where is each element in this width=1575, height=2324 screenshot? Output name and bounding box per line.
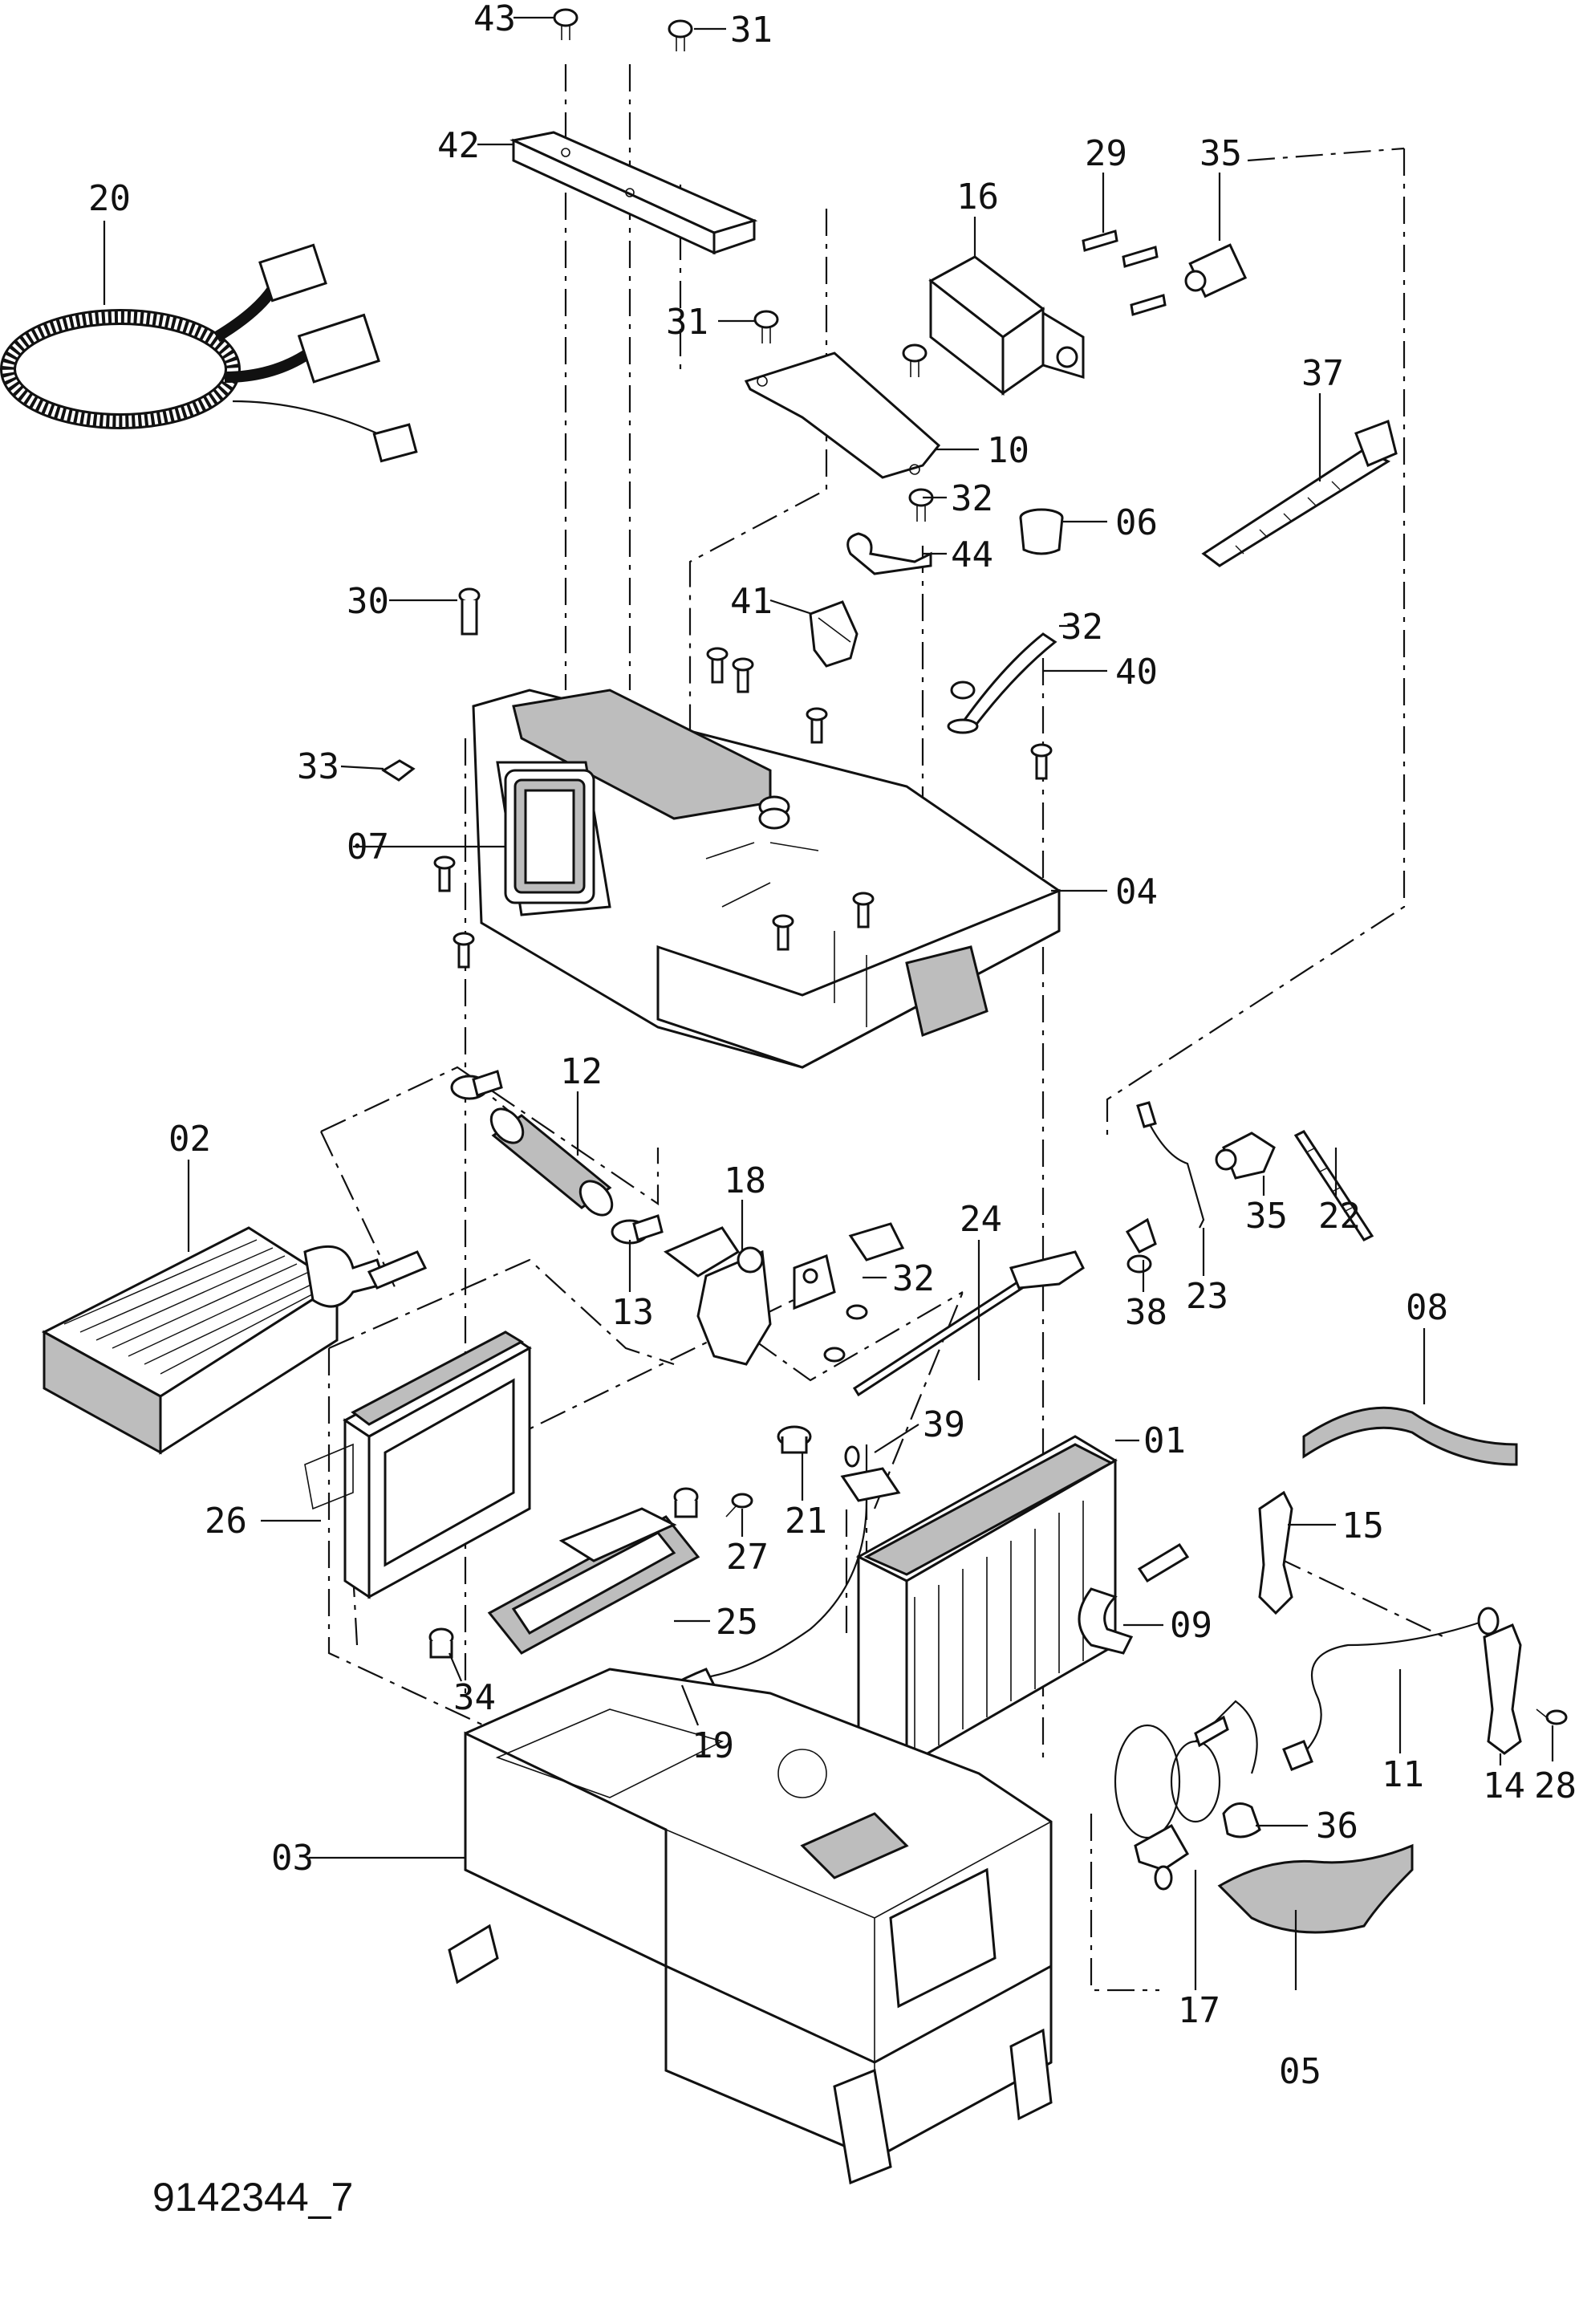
callout-07: 07 — [347, 827, 389, 867]
top-cover-plate — [509, 131, 758, 255]
callout-05: 05 — [1279, 2051, 1321, 2092]
filter-frame-26 — [304, 1331, 532, 1599]
rod-24 — [852, 1250, 1085, 1397]
callout-32: 32 — [892, 1258, 935, 1299]
callout-22: 22 — [1318, 1196, 1361, 1237]
callout-36: 36 — [1316, 1806, 1358, 1847]
callout-44: 44 — [951, 534, 993, 575]
callout-31: 31 — [666, 302, 708, 343]
cable-tie — [1201, 420, 1398, 567]
callout-03: 03 — [271, 1838, 314, 1879]
callout-24: 24 — [960, 1199, 1002, 1240]
screw-icon — [458, 587, 481, 636]
insulation-pad-05 — [1217, 1843, 1414, 1934]
pipe-12 — [489, 1107, 614, 1217]
callout-38: 38 — [1125, 1292, 1167, 1333]
callout-32: 32 — [951, 478, 993, 519]
screw-icon — [823, 1304, 868, 1363]
evaporator-01 — [855, 1435, 1118, 1768]
callout-15: 15 — [1342, 1505, 1384, 1546]
callout-40: 40 — [1115, 652, 1158, 693]
callout-31: 31 — [730, 10, 773, 51]
grommet-icon — [428, 1487, 699, 1659]
callout-29: 29 — [1085, 133, 1127, 174]
door-25 — [487, 1507, 700, 1655]
callout-04: 04 — [1115, 872, 1158, 912]
connector-icon — [1184, 243, 1248, 299]
callout-13: 13 — [611, 1292, 654, 1333]
mounting-bracket — [744, 351, 941, 479]
pipe-11 — [1282, 1607, 1500, 1771]
strap-40 — [947, 632, 1057, 734]
callout-43: 43 — [473, 0, 516, 39]
sensor-41 — [809, 600, 859, 668]
callout-42: 42 — [437, 125, 480, 166]
leader-lines — [103, 16, 1554, 1990]
expansion-valve-09 — [1078, 1542, 1190, 1655]
bracket-14 — [1483, 1623, 1522, 1755]
screw-icon — [553, 8, 578, 40]
callout-02: 02 — [168, 1119, 211, 1160]
callout-30: 30 — [347, 581, 389, 622]
clip-44 — [846, 532, 932, 575]
callout-34: 34 — [453, 1677, 496, 1718]
clip-39 — [840, 1445, 901, 1502]
actuator-motor — [928, 255, 1085, 396]
callout-10: 10 — [987, 430, 1029, 471]
lower-case-housing — [448, 1668, 1053, 2185]
callout-28: 28 — [1534, 1765, 1575, 1806]
callout-35: 35 — [1200, 133, 1242, 174]
callout-23: 23 — [1186, 1276, 1228, 1317]
callout-20: 20 — [88, 178, 131, 219]
clip-21 — [777, 1425, 812, 1454]
wire-harness — [0, 243, 418, 463]
callout-06: 06 — [1115, 502, 1158, 543]
callout-25: 25 — [716, 1602, 758, 1643]
callout-17: 17 — [1178, 1990, 1220, 2031]
callout-01: 01 — [1143, 1420, 1186, 1461]
bracket-15 — [1258, 1490, 1293, 1615]
callout-labels: 43 31 42 20 29 35 16 31 37 10 32 06 44 3… — [88, 0, 1575, 2220]
callout-09: 09 — [1170, 1605, 1212, 1646]
screw-icon — [725, 1493, 753, 1518]
seal-strip-08 — [1302, 1406, 1518, 1466]
callout-08: 08 — [1406, 1287, 1448, 1328]
rubber-cap — [1019, 508, 1064, 555]
callout-16: 16 — [956, 177, 999, 217]
callout-18: 18 — [724, 1160, 766, 1201]
callout-26: 26 — [205, 1501, 247, 1542]
callout-12: 12 — [560, 1051, 603, 1092]
callout-32: 32 — [1061, 607, 1103, 648]
callout-33: 33 — [297, 746, 339, 787]
connector-icon — [1215, 1132, 1276, 1180]
callout-11: 11 — [1382, 1754, 1424, 1795]
callout-41: 41 — [730, 581, 773, 622]
upper-case-housing — [472, 689, 1061, 1069]
screw-icon — [1536, 1708, 1568, 1725]
lever-18 — [664, 1226, 836, 1366]
screw-icon — [1082, 230, 1167, 316]
clip-36 — [1222, 1802, 1261, 1838]
link-rod-23 — [1136, 1101, 1205, 1229]
cable-22 — [1293, 1130, 1374, 1241]
connector-icon — [848, 1222, 905, 1262]
callout-35: 35 — [1245, 1196, 1288, 1237]
drawing-id: 9142344_7 — [152, 2175, 353, 2220]
expansion-valve-17 — [1114, 1700, 1258, 1891]
callout-19: 19 — [692, 1725, 734, 1766]
callout-14: 14 — [1483, 1765, 1525, 1806]
grommet-icon — [450, 1070, 664, 1245]
washer-icon — [381, 759, 416, 782]
heater-core — [41, 1226, 428, 1455]
grommet-icon — [1125, 1217, 1157, 1274]
callout-39: 39 — [923, 1404, 965, 1445]
screw-icon — [950, 681, 976, 700]
callout-27: 27 — [726, 1537, 769, 1578]
screw-icon — [433, 647, 1053, 969]
callout-21: 21 — [785, 1501, 827, 1542]
screw-icon — [668, 19, 693, 51]
callout-37: 37 — [1301, 353, 1344, 394]
